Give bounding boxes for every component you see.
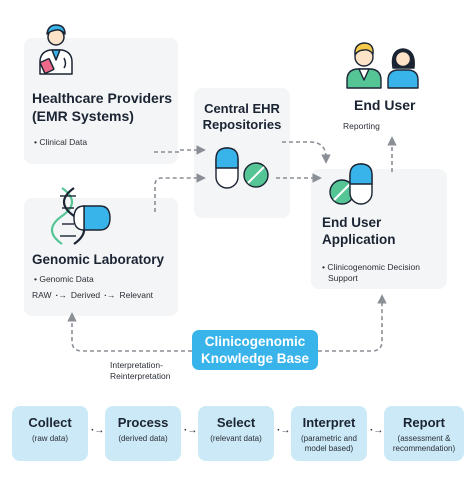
flow-arrow-icon: ·→ (104, 290, 116, 300)
arrow-kb-to-genomic (67, 312, 192, 352)
step-arrow-icon: ·→ (277, 425, 291, 436)
man-icon (346, 42, 382, 89)
step-select: Select (relevant data) (198, 406, 274, 461)
step-report: Report (assessment &recommendation) (384, 406, 464, 461)
step-title: Report (403, 415, 445, 430)
arrow-kb-to-app (318, 294, 387, 352)
clinical-data-label: • Clinical Data (34, 137, 88, 147)
decision-support-label: • Clinicogenomic Decision Support (322, 262, 420, 284)
central-ehr-card (194, 88, 290, 218)
healthcare-providers-title: Healthcare Providers (EMR Systems) (32, 90, 173, 124)
reporting-label: Reporting (343, 121, 380, 131)
flow-relevant: Relevant (119, 290, 154, 300)
flow-raw: RAW (32, 290, 52, 300)
capsule-icon-genomic (73, 205, 111, 231)
step-arrow-icon: ·→ (91, 425, 105, 436)
flow-arrow-icon: ·→ (55, 290, 67, 300)
end-user-title: End User (354, 97, 416, 113)
step-title: Interpret (302, 415, 356, 430)
arrow-ehr-to-enduser-app (282, 141, 331, 164)
step-title: Collect (28, 415, 72, 430)
woman-icon (387, 48, 419, 89)
central-ehr-title: Central EHR Repositories (202, 101, 282, 133)
step-subtitle: (raw data) (31, 434, 68, 443)
step-arrow-icon: ·→ (184, 425, 198, 436)
genomic-data-label: • Genomic Data (34, 274, 94, 284)
capsule-pill-icon-app (329, 163, 373, 205)
capsule-pill-icon-ehr (215, 147, 269, 189)
step-subtitle: (derived data) (118, 434, 168, 443)
knowledge-base-box: Clinicogenomic Knowledge Base (192, 330, 318, 370)
arrow-genomic-to-ehr (154, 173, 206, 212)
flow-derived: Derived (70, 290, 101, 300)
step-subtitle: (relevant data) (210, 434, 262, 443)
step-process: Process (derived data) (105, 406, 181, 461)
step-arrow-icon: ·→ (370, 425, 384, 436)
doctor-icon (39, 24, 73, 75)
step-subtitle: (assessment &recommendation) (392, 434, 456, 453)
genomic-flow: RAW ·→ Derived ·→ Relevant (32, 290, 153, 301)
interpretation-label: Interpretation- Reinterpretation (110, 360, 171, 382)
step-title: Process (117, 415, 169, 430)
step-collect: Collect (raw data) (12, 406, 88, 461)
arrow-healthcare-to-ehr (154, 145, 206, 155)
end-user-application-title: End User Application (322, 215, 396, 247)
genomic-laboratory-title: Genomic Laboratory (32, 252, 165, 267)
step-title: Select (216, 415, 256, 430)
